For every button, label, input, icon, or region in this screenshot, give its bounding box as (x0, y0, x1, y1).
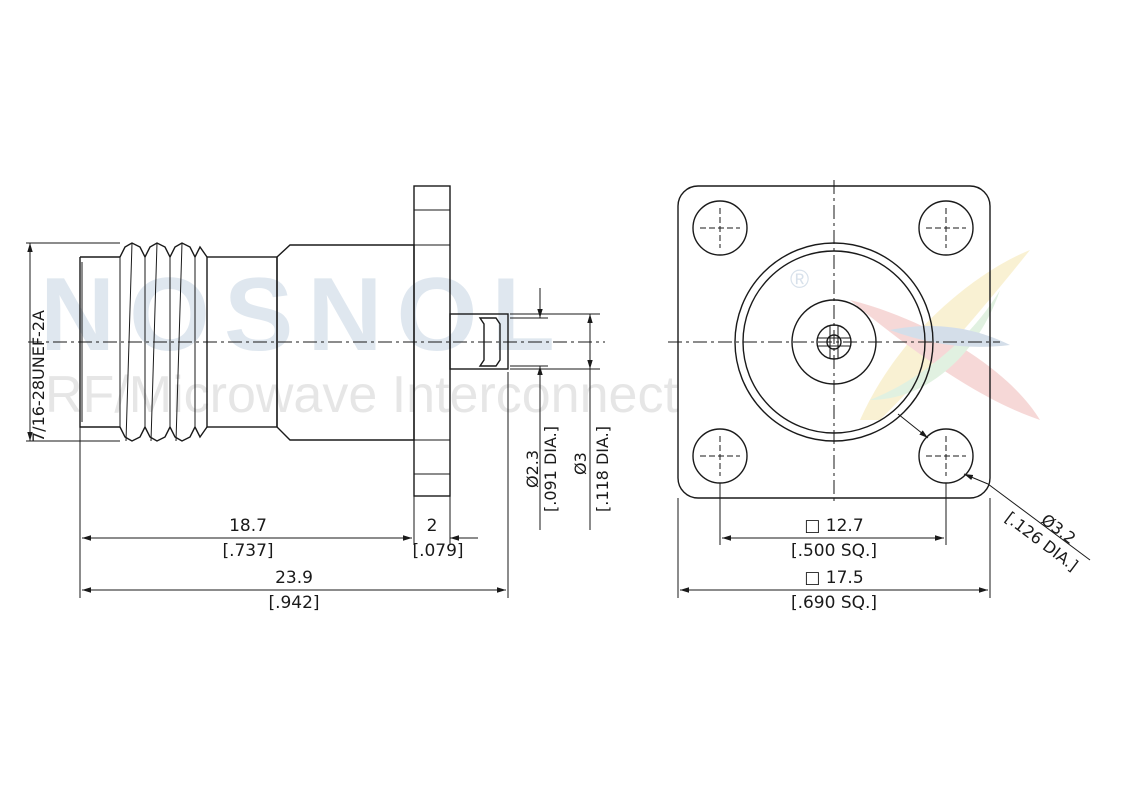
insulator-circle (791, 299, 877, 385)
watermark-brand: NOSNOL (40, 257, 569, 373)
hole-centermarks (700, 208, 966, 476)
thread-teeth-bottom (119, 425, 208, 442)
flange-square (677, 185, 991, 499)
watermark: NOSNOL ® RF/Microwave Interconnect (40, 250, 1040, 424)
flange-side-holes (414, 209, 450, 475)
hole-dia-leader-out (963, 473, 989, 485)
hole-dia-leader-in (897, 413, 929, 439)
outer-ring-inner (742, 250, 926, 434)
flange-thk-mm: 2 (427, 516, 438, 536)
mount-hole-tr (918, 200, 974, 256)
body-length-in: [.737] (222, 541, 273, 561)
contact-slots (817, 325, 851, 359)
pin-dia-in: [.091 DIA.] (541, 426, 560, 512)
watermark-registered: ® (790, 264, 809, 294)
thread-label: 7/16-28UNEF-2A (29, 310, 48, 442)
flange-size-in: [.690 SQ.] (791, 593, 877, 613)
outer-ring (734, 242, 934, 442)
watermark-tagline: RF/Microwave Interconnect (45, 366, 678, 424)
total-length-in: [.942] (268, 593, 319, 613)
body-length-mm: 18.7 (229, 516, 267, 536)
rear-stub (449, 313, 509, 370)
hole-spacing-mm: □ 12.7 (804, 516, 863, 536)
side-view: 7/16-28UNEF-2A Ø2.3 [.091 DIA.] Ø3 [.118… (26, 185, 612, 613)
rear-contact-pin (478, 317, 501, 367)
contact-inner (826, 334, 842, 350)
watermark-swoosh-icon (850, 250, 1040, 420)
insul-dia-mm: Ø3 (571, 452, 590, 475)
flange-thk-in: [.079] (412, 541, 463, 561)
flange-size-mm: □ 17.5 (804, 568, 863, 588)
hole-spacing-in: [.500 SQ.] (791, 541, 877, 561)
hole-dia-leader-tail (987, 483, 1091, 561)
thread-lines (119, 242, 208, 442)
mount-hole-tl (692, 200, 748, 256)
contact-outer (816, 324, 852, 360)
insul-dia-in: [.118 DIA.] (593, 426, 612, 512)
thread-teeth-top (119, 242, 208, 259)
total-length-mm: 23.9 (275, 568, 313, 588)
pin-dia-mm: Ø2.3 (523, 450, 542, 488)
